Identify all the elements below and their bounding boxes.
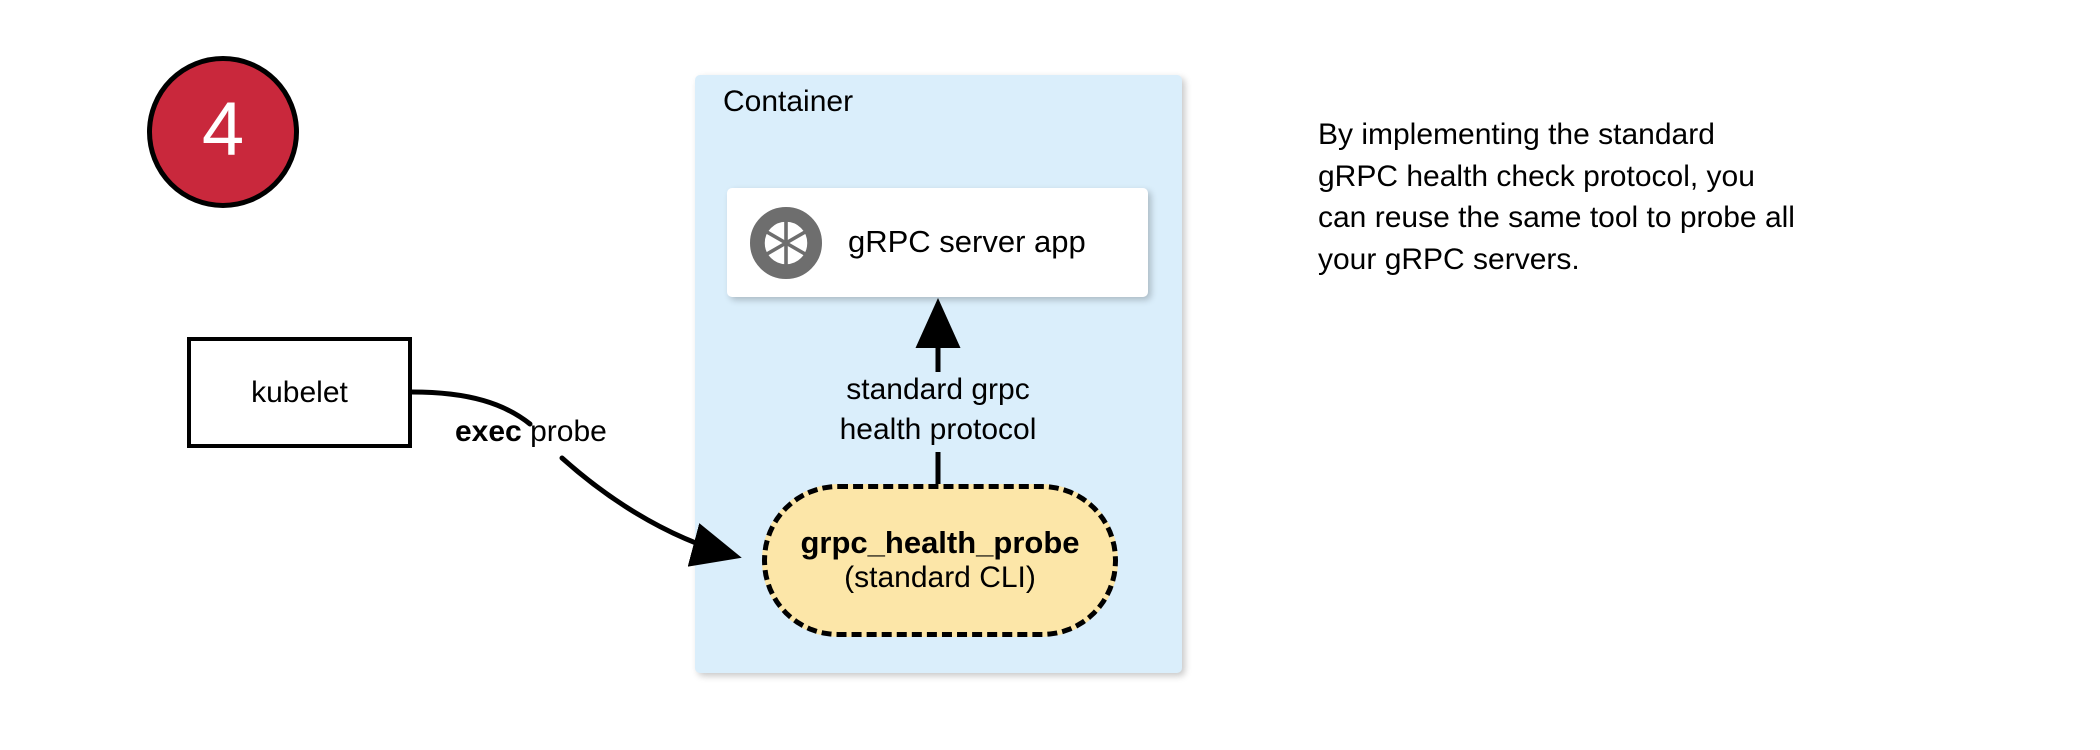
grpc-health-probe-node: grpc_health_probe (standard CLI)	[762, 484, 1118, 637]
step-number-badge: 4	[147, 56, 299, 208]
container-title: Container	[723, 85, 854, 118]
grpc-server-app-node: gRPC server app	[727, 188, 1148, 297]
note-line-1: By implementing the standard	[1318, 118, 1715, 151]
note-line-3: can reuse the same tool to probe all	[1318, 201, 1795, 234]
health-protocol-label-line1: standard grpc	[846, 373, 1030, 406]
kubelet-node: kubelet	[187, 337, 412, 448]
grpc-aperture-icon	[750, 206, 822, 279]
step-number-label: 4	[201, 87, 245, 172]
health-protocol-edge-label: standard grpc health protocol	[840, 370, 1037, 450]
explanatory-note: By implementing the standard gRPC health…	[1318, 114, 1958, 280]
health-protocol-label-line2: health protocol	[839, 413, 1037, 446]
kubelet-label: kubelet	[251, 376, 348, 409]
grpc-health-probe-subtitle: (standard CLI)	[844, 561, 1036, 595]
grpc-health-probe-title: grpc_health_probe	[800, 525, 1080, 561]
note-line-2: gRPC health check protocol, you	[1318, 159, 1755, 193]
note-line-4: your gRPC servers.	[1318, 242, 1580, 276]
exec-probe-edge-label: exec probe	[455, 412, 607, 452]
grpc-server-app-label: gRPC server app	[848, 224, 1086, 260]
exec-probe-label-rest: probe	[521, 415, 607, 448]
exec-probe-label-bold: exec	[455, 415, 522, 448]
